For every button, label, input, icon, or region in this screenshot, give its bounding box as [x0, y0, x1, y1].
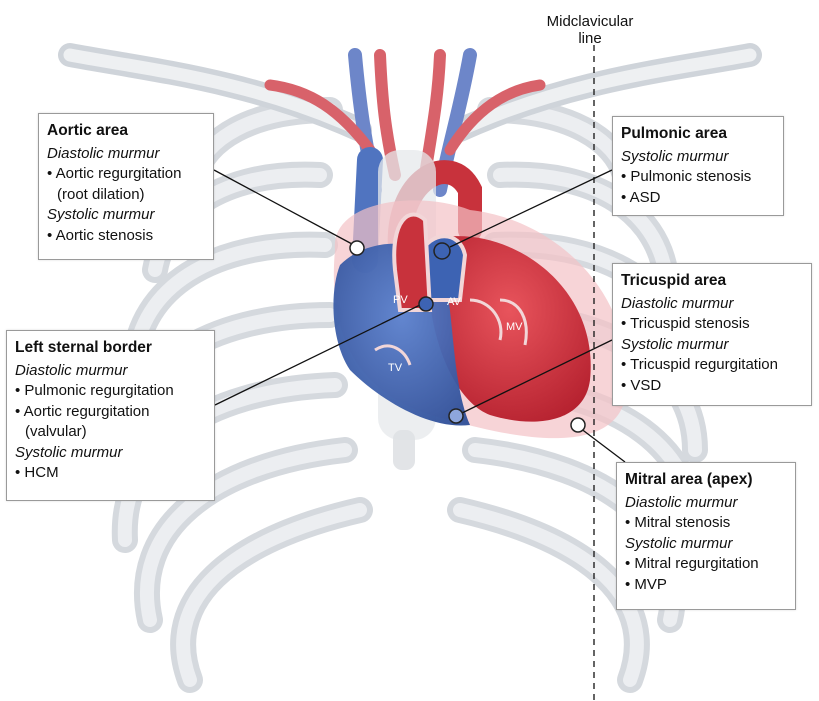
lsb-diastolic-heading: Diastolic murmur — [15, 361, 206, 382]
mitral-area-box: Mitral area (apex) Diastolic murmur • Mi… — [616, 462, 796, 610]
left-sternal-border-box: Left sternal border Diastolic murmur • P… — [6, 330, 215, 501]
left-sternal-border-title: Left sternal border — [15, 338, 206, 359]
list-item: • MVP — [625, 575, 787, 596]
valve-label-av: AV — [447, 296, 461, 308]
aortic-diastolic-heading: Diastolic murmur — [47, 144, 205, 165]
heart — [333, 200, 626, 438]
list-item: (root dilation) — [47, 185, 205, 206]
list-item: • ASD — [621, 188, 775, 209]
list-item: • Mitral regurgitation — [625, 554, 787, 575]
mitral-area-title: Mitral area (apex) — [625, 470, 787, 491]
list-item: • Tricuspid stenosis — [621, 314, 803, 335]
list-item: • Pulmonic stenosis — [621, 167, 775, 188]
aortic-point — [350, 241, 364, 255]
mitral-point — [571, 418, 585, 432]
aortic-systolic-heading: Systolic murmur — [47, 205, 205, 226]
tricuspid-area-box: Tricuspid area Diastolic murmur • Tricus… — [612, 263, 812, 406]
tricuspid-area-title: Tricuspid area — [621, 271, 803, 292]
valve-label-tv: TV — [388, 362, 402, 374]
mitral-diastolic-heading: Diastolic murmur — [625, 493, 787, 514]
list-item: • Tricuspid regurgitation — [621, 355, 803, 376]
pulmonic-area-box: Pulmonic area Systolic murmur • Pulmonic… — [612, 116, 784, 216]
pulmonic-area-title: Pulmonic area — [621, 124, 775, 145]
leader-mitral — [580, 428, 625, 462]
valve-label-mv: MV — [506, 321, 523, 333]
aortic-area-box: Aortic area Diastolic murmur • Aortic re… — [38, 113, 214, 260]
list-item: • Aortic regurgitation — [47, 164, 205, 185]
list-item: • Pulmonic regurgitation — [15, 381, 206, 402]
midclavicular-label: Midclavicular line — [530, 13, 650, 47]
aortic-area-title: Aortic area — [47, 121, 205, 142]
pulmonic-systolic-heading: Systolic murmur — [621, 147, 775, 168]
tricuspid-systolic-heading: Systolic murmur — [621, 335, 803, 356]
list-item: • VSD — [621, 376, 803, 397]
list-item: • Aortic stenosis — [47, 226, 205, 247]
lsb-systolic-heading: Systolic murmur — [15, 443, 206, 464]
lsb-point — [419, 297, 433, 311]
list-item: • HCM — [15, 463, 206, 484]
list-item: (valvular) — [15, 422, 206, 443]
mitral-systolic-heading: Systolic murmur — [625, 534, 787, 555]
pulmonic-point — [434, 243, 450, 259]
tricuspid-diastolic-heading: Diastolic murmur — [621, 294, 803, 315]
valve-label-pv: PV — [393, 294, 408, 306]
list-item: • Mitral stenosis — [625, 513, 787, 534]
list-item: • Aortic regurgitation — [15, 402, 206, 423]
tricuspid-point — [449, 409, 463, 423]
